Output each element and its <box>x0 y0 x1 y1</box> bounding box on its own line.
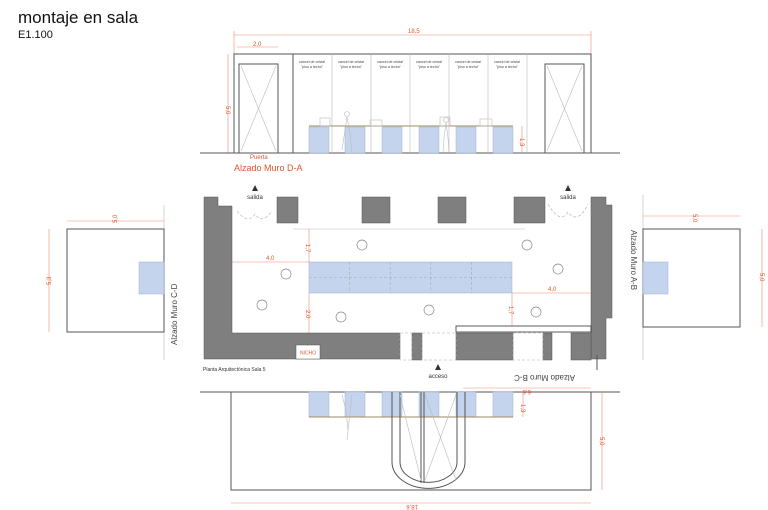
niche: NICHO <box>295 344 321 360</box>
entry-arrow-icon <box>435 364 441 370</box>
plan-table <box>308 261 513 294</box>
elevation-b-c: Alzado Muro B-C 1,3 6,6 5,0 18,6 <box>200 373 620 509</box>
dim-bottom-gap: 2,0 <box>304 310 310 319</box>
dim-left-gap: 4,0 <box>266 256 275 262</box>
offset-dimension: 6,6 <box>522 388 531 394</box>
panel-label: "piso a techo" <box>496 65 519 69</box>
display-table <box>308 116 514 154</box>
drawing-title: montaje en sala <box>18 8 139 27</box>
exit-arrow-icon <box>252 185 258 191</box>
entry-label: acceso <box>428 374 448 380</box>
floor-plan: NICHO 4,0 1,7 2,0 4,0 1,7 salida salida <box>203 185 613 380</box>
height-dimension: 5,0 <box>224 106 230 115</box>
panel-label: "piso a techo" <box>418 65 441 69</box>
dim-top-gap: 1,7 <box>304 244 310 253</box>
panel-label: "piso a techo" <box>301 65 324 69</box>
elevation-label: Alzado Muro B-C <box>514 373 575 382</box>
exit-label-right: salida <box>560 195 576 201</box>
niche-label: NICHO <box>300 351 316 357</box>
panel-label: cancel de cristal <box>494 60 520 64</box>
dim-right-bottom-gap: 1,7 <box>507 306 513 315</box>
door-left <box>238 63 279 154</box>
panel-label: cancel de cristal <box>338 60 364 64</box>
width-dimension: 5,0 <box>691 214 697 223</box>
height-dimension: 5,0 <box>598 437 604 446</box>
height-dimension: 5,0 <box>758 273 764 282</box>
elevation-label: Alzado Muro C-D <box>170 283 179 345</box>
person-figure <box>341 111 450 153</box>
elevation-a-b: 5,0 5,0 Alzado Muro A-B <box>629 195 764 360</box>
panel-label: cancel de cristal <box>377 60 403 64</box>
light-fixtures <box>256 239 564 323</box>
panel-label: "piso a techo" <box>340 65 363 69</box>
table-height-dimension: 1,3 <box>519 404 525 413</box>
elevation-label: Alzado Muro D-A <box>234 163 303 173</box>
elevation-c-d: 5,0 5,3 Alzado Muro C-D <box>47 205 179 360</box>
width-dimension: 18,6 <box>406 503 418 509</box>
panel-label: "piso a techo" <box>457 65 480 69</box>
panel-label: cancel de cristal <box>416 60 442 64</box>
width-dimension: 18,5 <box>408 29 420 35</box>
door-right <box>544 63 585 154</box>
panel-label: cancel de cristal <box>455 60 481 64</box>
exit-label-left: salida <box>247 195 263 201</box>
plan-label: Planta Arquitectónica Sala 5 <box>203 367 266 373</box>
table-height-dimension: 1,3 <box>518 138 524 147</box>
door-label: Puerta <box>250 155 268 161</box>
glass-panels: cancel de cristal "piso a techo" cancel … <box>299 54 528 153</box>
elevation-d-a: 18,5 2,0 5,0 cancel de cristal "piso a t… <box>200 29 620 173</box>
height-dimension: 5,3 <box>47 276 53 285</box>
panel-label: cancel de cristal <box>299 60 325 64</box>
panel-label: "piso a techo" <box>379 65 402 69</box>
elevation-label: Alzado Muro A-B <box>629 230 638 290</box>
door-dimension: 2,0 <box>253 42 262 48</box>
width-dimension: 5,0 <box>113 214 119 223</box>
drawing-scale: E1.100 <box>18 29 53 41</box>
dim-right-gap: 4,0 <box>548 287 557 293</box>
exit-arrow-icon <box>565 185 571 191</box>
